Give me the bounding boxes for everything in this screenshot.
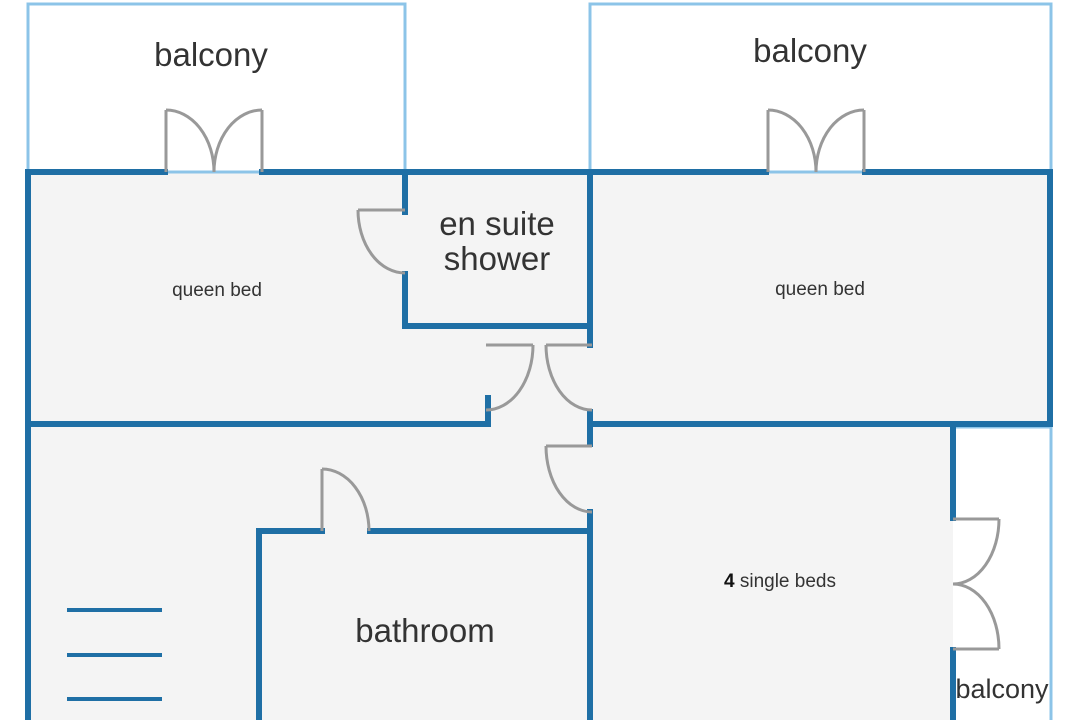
bedroom-left-label: queen bed xyxy=(172,280,262,301)
stairs-icon xyxy=(67,608,162,701)
balcony-small-label: balcony xyxy=(955,674,1049,704)
bathroom-label: bathroom xyxy=(355,612,494,649)
main-floor xyxy=(28,172,1050,720)
swing-door-icon xyxy=(320,467,371,532)
swing-door-icon xyxy=(485,343,535,412)
floor-fills xyxy=(28,172,1053,720)
bed-type: single beds xyxy=(735,571,836,592)
balcony-small-floor xyxy=(953,427,1053,720)
double-door-icon xyxy=(164,108,264,173)
double-door-icon xyxy=(952,517,1001,651)
ensuite-label-line1: en suite xyxy=(439,205,555,242)
balcony-left-label: balcony xyxy=(154,36,268,73)
doors xyxy=(164,108,1001,651)
bedroom-right-label: queen bed xyxy=(775,279,865,300)
balcony-right-outline xyxy=(588,2,1053,174)
room-labels: balcony balcony queen bed en suite showe… xyxy=(154,32,1049,704)
walls xyxy=(25,169,1053,720)
balcony-left-outline xyxy=(26,2,407,174)
swing-door-icon xyxy=(356,208,406,275)
balcony-right-label: balcony xyxy=(753,32,867,69)
swing-door-icon xyxy=(544,343,593,412)
ensuite-label-line2: shower xyxy=(444,240,550,277)
swing-door-icon xyxy=(544,444,593,514)
bed-count: 4 xyxy=(724,571,735,592)
double-door-icon xyxy=(766,108,866,173)
bedroom-singles-label: 4 single beds xyxy=(724,571,836,592)
